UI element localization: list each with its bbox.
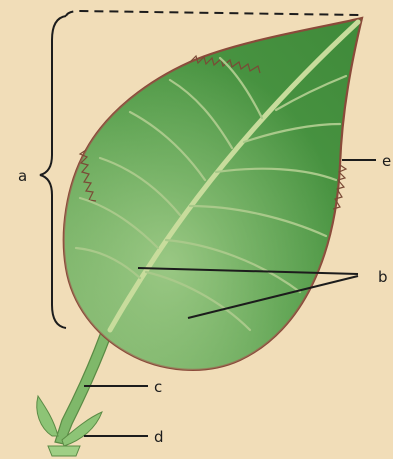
blade-brace (40, 16, 66, 328)
label-c: c (154, 378, 162, 396)
stipule-left (37, 396, 58, 436)
blade-highlight (64, 18, 362, 370)
label-e: e (382, 152, 391, 170)
stem-base (48, 446, 80, 456)
label-a: a (18, 167, 27, 185)
blade-extent-dashed-line (66, 11, 360, 16)
label-d: d (154, 428, 164, 446)
label-b: b (378, 268, 388, 286)
